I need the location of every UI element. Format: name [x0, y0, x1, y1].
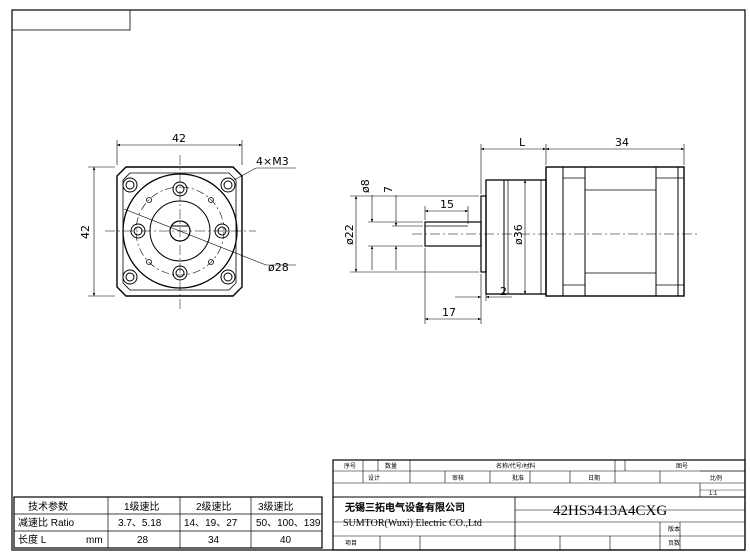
motor-body — [545, 166, 685, 297]
drawing-frame — [11, 9, 746, 551]
corner-screw-holes — [122, 177, 236, 285]
scale-value: 1:1 — [709, 491, 718, 497]
dim-pcd: ø28 — [268, 261, 289, 274]
dim-flange-width: 42 — [172, 132, 186, 145]
col-drawing: 图号 — [676, 463, 688, 470]
small-holes — [146, 197, 214, 265]
spec-header: 3级速比 — [258, 501, 294, 513]
spec-table-text: 技术参数 1级速比 2级速比 3级速比 减速比 Ratio 3.7、5.18 1… — [18, 500, 321, 546]
col-seq: 序号 — [344, 462, 356, 470]
dim-body-dia: ø36 — [512, 224, 525, 245]
dim-flange-height: 42 — [79, 225, 92, 239]
label-scale: 比例 — [710, 474, 722, 482]
spec-row-label: 长度 L — [18, 533, 47, 546]
spec-cell: 3.7、5.18 — [118, 518, 162, 529]
spec-cell: 14、19、27 — [184, 518, 238, 529]
spec-cell: 50、100、139 — [256, 518, 321, 529]
label-design: 设计 — [368, 474, 380, 482]
dim-flat-depth: 7 — [382, 186, 395, 193]
label-version: 版本 — [668, 525, 680, 533]
company-name-en: SUMTOR(Wuxi) Electric CO.,Ltd — [343, 518, 482, 529]
title-block-text: 序号 数量 名称/代号/材料 图号 设计 审核 批准 日期 比例 1:1 无锡三… — [343, 462, 722, 547]
spec-cell: 34 — [208, 535, 220, 546]
dim-key-length: 15 — [440, 198, 454, 211]
front-view-dimensions — [88, 140, 296, 297]
side-view-dimensions — [350, 144, 685, 324]
spec-header: 技术参数 — [28, 500, 68, 513]
label-date: 日期 — [588, 474, 600, 482]
spec-cell: 28 — [137, 535, 149, 546]
dim-shaft-dia: ø8 — [359, 179, 372, 193]
part-number: 42HS3413A4CXG — [553, 503, 667, 519]
dim-pilot-dia: ø22 — [343, 224, 356, 245]
flange-inner — [122, 172, 237, 291]
title-block — [332, 459, 746, 551]
flange-outline — [116, 166, 243, 297]
company-name-cn: 无锡三拓电气设备有限公司 — [344, 501, 465, 514]
label-check: 审核 — [452, 474, 464, 482]
label-pages: 页数 — [668, 539, 680, 547]
dim-motor-length: 34 — [615, 136, 629, 149]
dim-length-l: L — [519, 136, 526, 149]
front-view — [105, 155, 296, 310]
spec-row-unit: mm — [86, 535, 103, 546]
side-view — [412, 166, 698, 297]
col-qty: 数量 — [385, 462, 397, 470]
dim-pilot-depth: 2 — [500, 285, 507, 298]
spec-header: 1级速比 — [124, 501, 160, 513]
dim-shaft-length: 17 — [442, 306, 456, 319]
label-project: 项目 — [345, 540, 357, 547]
col-name: 名称/代号/材料 — [496, 462, 535, 470]
label-approve: 批准 — [512, 474, 524, 482]
spec-header: 2级速比 — [196, 501, 232, 513]
spec-table — [13, 496, 323, 549]
spec-cell: 40 — [280, 535, 292, 546]
pcd-circle — [135, 186, 225, 276]
spec-row-label: 减速比 Ratio — [18, 517, 75, 529]
dim-screw-holes: 4×M3 — [256, 155, 289, 168]
